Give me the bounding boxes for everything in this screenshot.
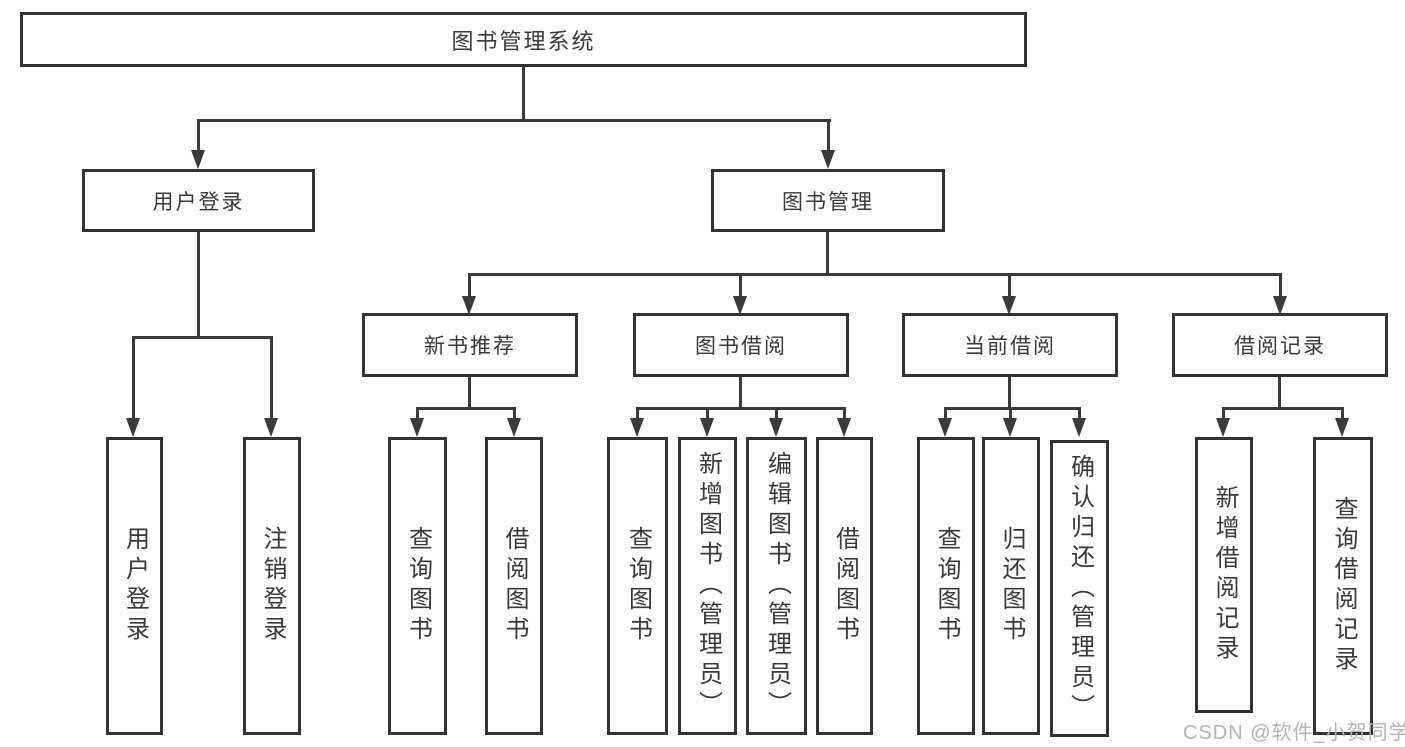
arrow-down-icon bbox=[1273, 296, 1287, 315]
connector-bookmgmt-stem-4 bbox=[1279, 273, 1282, 297]
node-label: 新增借阅记录 bbox=[1211, 485, 1238, 665]
node-label: 新书推荐 bbox=[424, 335, 516, 358]
node-label: 用户登录 bbox=[121, 526, 149, 646]
node-label: 确认归还（管理员） bbox=[1066, 453, 1094, 724]
node-query-books-current: 查询图书 bbox=[917, 437, 975, 735]
node-add-book-admin: 新增图书（管理员） bbox=[678, 437, 737, 735]
node-label: 注销登录 bbox=[259, 526, 286, 646]
node-label: 当前借阅 bbox=[964, 335, 1056, 358]
connector-current-hline bbox=[944, 407, 1081, 410]
node-label: 图书管理系统 bbox=[451, 28, 596, 54]
node-book-borrowing: 图书借阅 bbox=[633, 313, 849, 377]
watermark: CSDN @软件_小贺同学 bbox=[1183, 722, 1405, 744]
node-book-management: 图书管理 bbox=[711, 169, 945, 232]
node-return-book: 归还图书 bbox=[982, 437, 1040, 735]
arrow-down-icon bbox=[733, 296, 747, 315]
arrow-down-icon bbox=[630, 418, 644, 437]
connector-current-stem-1 bbox=[944, 407, 947, 419]
arrow-down-icon bbox=[938, 418, 952, 437]
node-user-login: 用户登录 bbox=[82, 169, 315, 232]
connector-root-stem-right bbox=[827, 119, 830, 151]
connector-userlogin-hline bbox=[132, 336, 273, 339]
arrow-down-icon bbox=[410, 418, 424, 437]
node-label: 编辑图书（管理员） bbox=[763, 451, 791, 721]
connector-root-stem-left bbox=[197, 119, 200, 151]
connector-bookmgmt-vline bbox=[826, 232, 829, 273]
connector-records-hline bbox=[1222, 407, 1344, 410]
arrow-down-icon bbox=[191, 150, 205, 169]
node-label: 归还图书 bbox=[998, 526, 1025, 646]
connector-userlogin-stem-2 bbox=[270, 336, 273, 419]
connector-records-vline bbox=[1278, 377, 1281, 407]
arrow-down-icon bbox=[837, 418, 851, 437]
node-user-login-action: 用户登录 bbox=[106, 437, 163, 735]
connector-userlogin-vline bbox=[197, 232, 200, 336]
node-label: 借阅图书 bbox=[501, 526, 528, 646]
arrow-down-icon bbox=[264, 418, 278, 437]
connector-borrowing-stem-2 bbox=[706, 407, 709, 419]
node-add-borrowing-record: 新增借阅记录 bbox=[1195, 437, 1253, 713]
node-library-management-system: 图书管理系统 bbox=[20, 12, 1027, 67]
arrow-down-icon bbox=[821, 150, 835, 169]
arrow-down-icon bbox=[462, 296, 476, 315]
node-label: 查询图书 bbox=[404, 526, 432, 646]
connector-root-vline bbox=[522, 67, 525, 119]
node-query-books-borrowing: 查询图书 bbox=[607, 437, 668, 735]
node-label: 图书管理 bbox=[782, 190, 874, 214]
connector-records-stem-1 bbox=[1222, 407, 1225, 419]
node-label: 用户登录 bbox=[152, 190, 245, 214]
arrow-down-icon bbox=[1335, 418, 1349, 437]
connector-borrowing-stem-3 bbox=[775, 407, 778, 419]
connector-current-vline bbox=[1008, 377, 1011, 407]
connector-bookmgmt-hline bbox=[468, 273, 1282, 276]
node-query-books-recommend: 查询图书 bbox=[388, 437, 447, 735]
connector-recommend-vline bbox=[468, 377, 471, 407]
arrow-down-icon bbox=[700, 418, 714, 437]
arrow-down-icon bbox=[769, 418, 783, 437]
connector-recommend-stem-1 bbox=[416, 407, 419, 419]
arrow-down-icon bbox=[1216, 418, 1230, 437]
node-label: 新增图书（管理员） bbox=[694, 451, 722, 721]
connector-borrowing-stem-1 bbox=[636, 407, 639, 419]
node-label: 借阅记录 bbox=[1234, 335, 1326, 358]
node-new-book-recommendation: 新书推荐 bbox=[362, 313, 578, 377]
connector-borrowing-hline bbox=[636, 407, 846, 410]
connector-root-hline bbox=[197, 119, 831, 122]
node-borrow-books-recommend: 借阅图书 bbox=[485, 437, 543, 735]
connector-userlogin-stem-1 bbox=[132, 336, 135, 419]
arrow-down-icon bbox=[1002, 296, 1016, 315]
arrow-down-icon bbox=[507, 418, 521, 437]
node-current-borrowing: 当前借阅 bbox=[902, 313, 1118, 377]
node-edit-book-admin: 编辑图书（管理员） bbox=[746, 437, 807, 735]
node-borrow-books-borrowing: 借阅图书 bbox=[816, 437, 873, 735]
connector-current-stem-3 bbox=[1078, 407, 1081, 419]
node-label: 图书借阅 bbox=[695, 335, 787, 358]
connector-records-stem-2 bbox=[1341, 407, 1344, 419]
connector-recommend-hline bbox=[416, 407, 516, 410]
node-label: 查询借阅记录 bbox=[1330, 496, 1357, 676]
arrow-down-icon bbox=[1003, 418, 1017, 437]
node-label: 借阅图书 bbox=[831, 526, 859, 646]
connector-borrowing-vline bbox=[739, 377, 742, 407]
connector-bookmgmt-stem-1 bbox=[468, 273, 471, 297]
connector-recommend-stem-2 bbox=[513, 407, 516, 419]
node-label: 查询图书 bbox=[624, 526, 652, 646]
connector-bookmgmt-stem-3 bbox=[1008, 273, 1011, 297]
node-label: 查询图书 bbox=[933, 526, 960, 646]
arrow-down-icon bbox=[126, 418, 140, 437]
arrow-down-icon bbox=[1072, 418, 1086, 437]
connector-current-stem-2 bbox=[1009, 407, 1012, 419]
node-query-borrowing-record: 查询借阅记录 bbox=[1313, 437, 1373, 735]
connector-bookmgmt-stem-2 bbox=[739, 273, 742, 297]
node-logout-action: 注销登录 bbox=[243, 437, 301, 735]
node-confirm-return-admin: 确认归还（管理员） bbox=[1050, 440, 1109, 737]
node-borrowing-records: 借阅记录 bbox=[1172, 313, 1388, 377]
connector-borrowing-stem-4 bbox=[843, 407, 846, 419]
